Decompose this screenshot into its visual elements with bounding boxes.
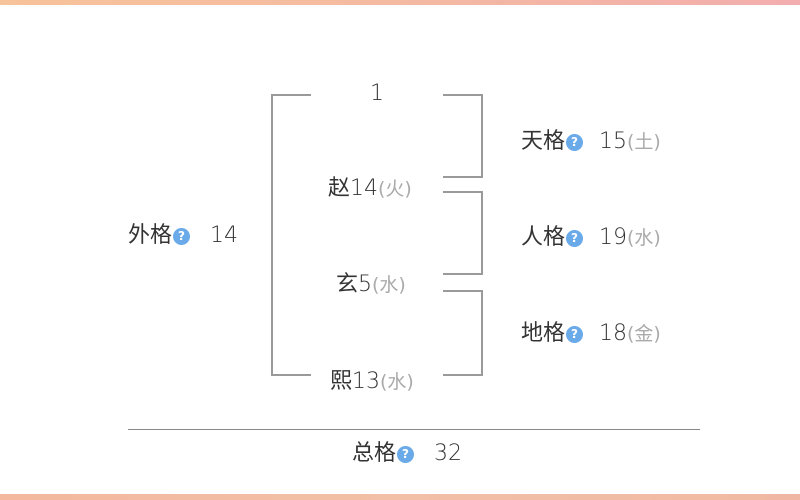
tian-grid-label: 天格 xyxy=(521,129,566,154)
help-icon[interactable]: ? xyxy=(566,326,584,343)
help-icon[interactable]: ? xyxy=(566,134,584,151)
tian-grid-value: 15 xyxy=(599,129,628,154)
zong-grid-label: 总格 xyxy=(352,441,397,466)
left-bracket-bottom-arm xyxy=(271,374,311,376)
ren-bracket-vertical xyxy=(481,191,483,275)
surname-char: 赵 xyxy=(328,176,351,201)
tian-bracket-bottom xyxy=(443,176,483,178)
left-bracket-vertical xyxy=(271,94,273,376)
help-icon[interactable]: ? xyxy=(173,228,191,245)
wai-grid-label: 外格 xyxy=(128,223,173,248)
given2-stroke-item: 熙13(水) xyxy=(330,369,414,395)
given2-element: (水) xyxy=(380,371,414,393)
surname-stroke-item: 赵14(火) xyxy=(328,176,412,202)
wai-grid-value: 14 xyxy=(210,223,239,248)
di-grid-value: 18 xyxy=(599,321,628,346)
top-virtual-stroke: 1 xyxy=(370,81,384,106)
di-grid: 地格? 18(金) xyxy=(521,321,661,347)
tian-grid-element: (土) xyxy=(627,131,661,153)
top-decorative-strip xyxy=(0,0,800,5)
tian-grid: 天格? 15(土) xyxy=(521,129,661,155)
di-bracket-bottom xyxy=(443,374,483,376)
zong-grid-value: 32 xyxy=(434,441,463,466)
ren-grid-label: 人格 xyxy=(521,225,566,250)
surname-element: (火) xyxy=(378,178,412,200)
wai-grid: 外格? 14 xyxy=(128,223,238,249)
given1-strokes: 5 xyxy=(358,272,373,297)
ren-bracket-bottom xyxy=(443,273,483,275)
di-bracket-vertical xyxy=(481,290,483,376)
ren-bracket-top xyxy=(443,191,483,193)
help-icon[interactable]: ? xyxy=(566,230,584,247)
left-bracket-top-arm xyxy=(271,94,311,96)
di-bracket-top xyxy=(443,290,483,292)
tian-bracket-top xyxy=(443,94,483,96)
ren-grid: 人格? 19(水) xyxy=(521,225,661,251)
given1-stroke-item: 玄5(水) xyxy=(336,272,406,298)
help-icon[interactable]: ? xyxy=(397,446,415,463)
zong-grid: 总格? 32 xyxy=(352,441,462,467)
given2-char: 熙 xyxy=(330,369,353,394)
given1-char: 玄 xyxy=(336,272,359,297)
di-grid-element: (金) xyxy=(627,323,661,345)
bottom-decorative-strip xyxy=(0,494,800,500)
surname-strokes: 14 xyxy=(350,176,379,201)
given2-strokes: 13 xyxy=(352,369,381,394)
ren-grid-element: (水) xyxy=(627,227,661,249)
total-divider xyxy=(128,429,700,430)
ren-grid-value: 19 xyxy=(599,225,628,250)
di-grid-label: 地格 xyxy=(521,321,566,346)
tian-bracket-vertical xyxy=(481,94,483,178)
given1-element: (水) xyxy=(372,274,406,296)
